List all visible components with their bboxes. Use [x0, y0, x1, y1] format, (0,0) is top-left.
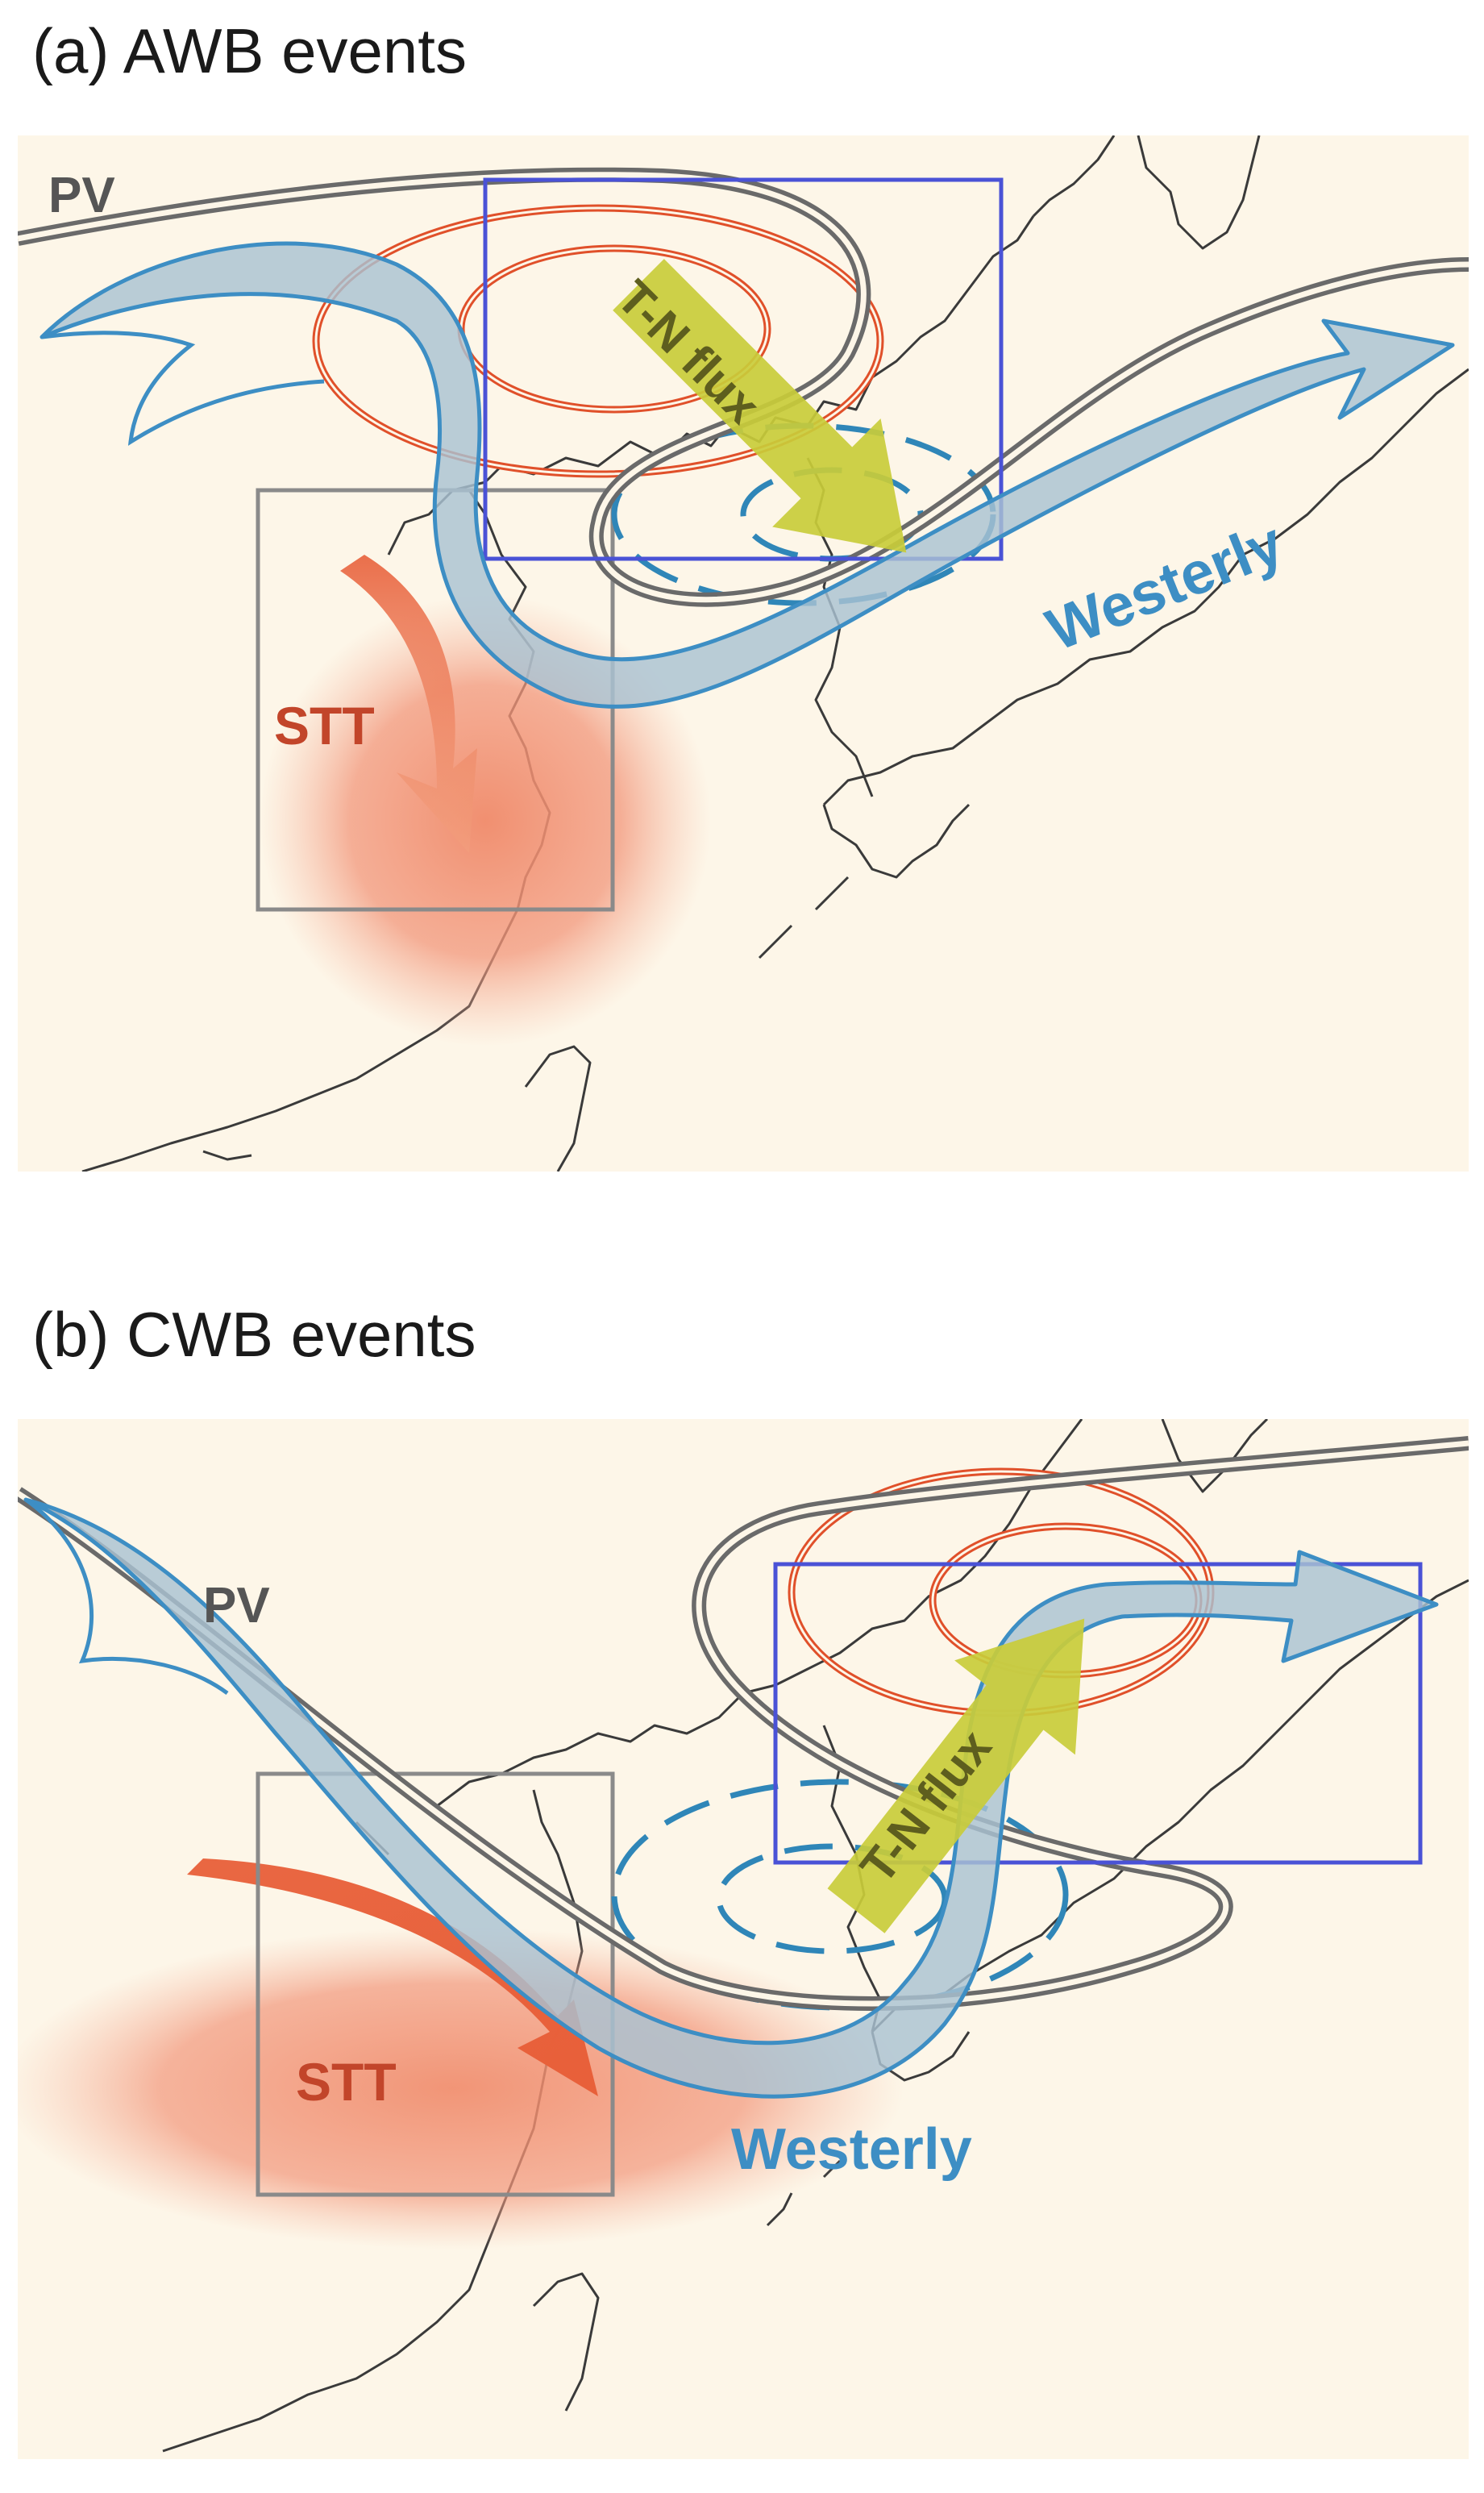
- panel-b-title: (b) CWB events: [32, 1299, 476, 1370]
- panel-a-map: PV T-N flux STT Westerly: [18, 135, 1469, 1172]
- panel-a-title: (a) AWB events: [32, 15, 467, 86]
- map-background: [18, 1419, 1469, 2459]
- tn-flux-arrow: [827, 1618, 1085, 1933]
- pv-contour: [18, 1436, 1469, 2011]
- stt-label: STT: [274, 696, 375, 755]
- westerly-jet: [23, 1497, 1439, 2099]
- pv-label: PV: [203, 1578, 270, 1634]
- stt-glow: [260, 595, 711, 1047]
- westerly-jet-tail: [24, 1497, 229, 1696]
- wave-region-box: [483, 177, 1004, 561]
- panel-b-map: PV T-N flux STT Westerly: [18, 1419, 1469, 2459]
- stt-glow: [18, 1927, 904, 2250]
- westerly-jet-tail: [41, 331, 325, 446]
- wave-region-box: [773, 1562, 1423, 1865]
- stt-label: STT: [296, 2052, 397, 2112]
- pv-contour: [18, 167, 1469, 607]
- panel-a-svg: PV T-N flux STT Westerly: [18, 135, 1469, 1172]
- westerly-label: Westerly: [731, 2117, 972, 2182]
- panel-b-svg: PV T-N flux STT Westerly: [18, 1419, 1469, 2459]
- stt-arrow: [340, 555, 477, 853]
- tn-flux-arrow: [613, 259, 907, 553]
- westerly-jet: [39, 241, 1455, 709]
- pv-label: PV: [48, 168, 115, 223]
- stt-region-box: [256, 1771, 615, 2197]
